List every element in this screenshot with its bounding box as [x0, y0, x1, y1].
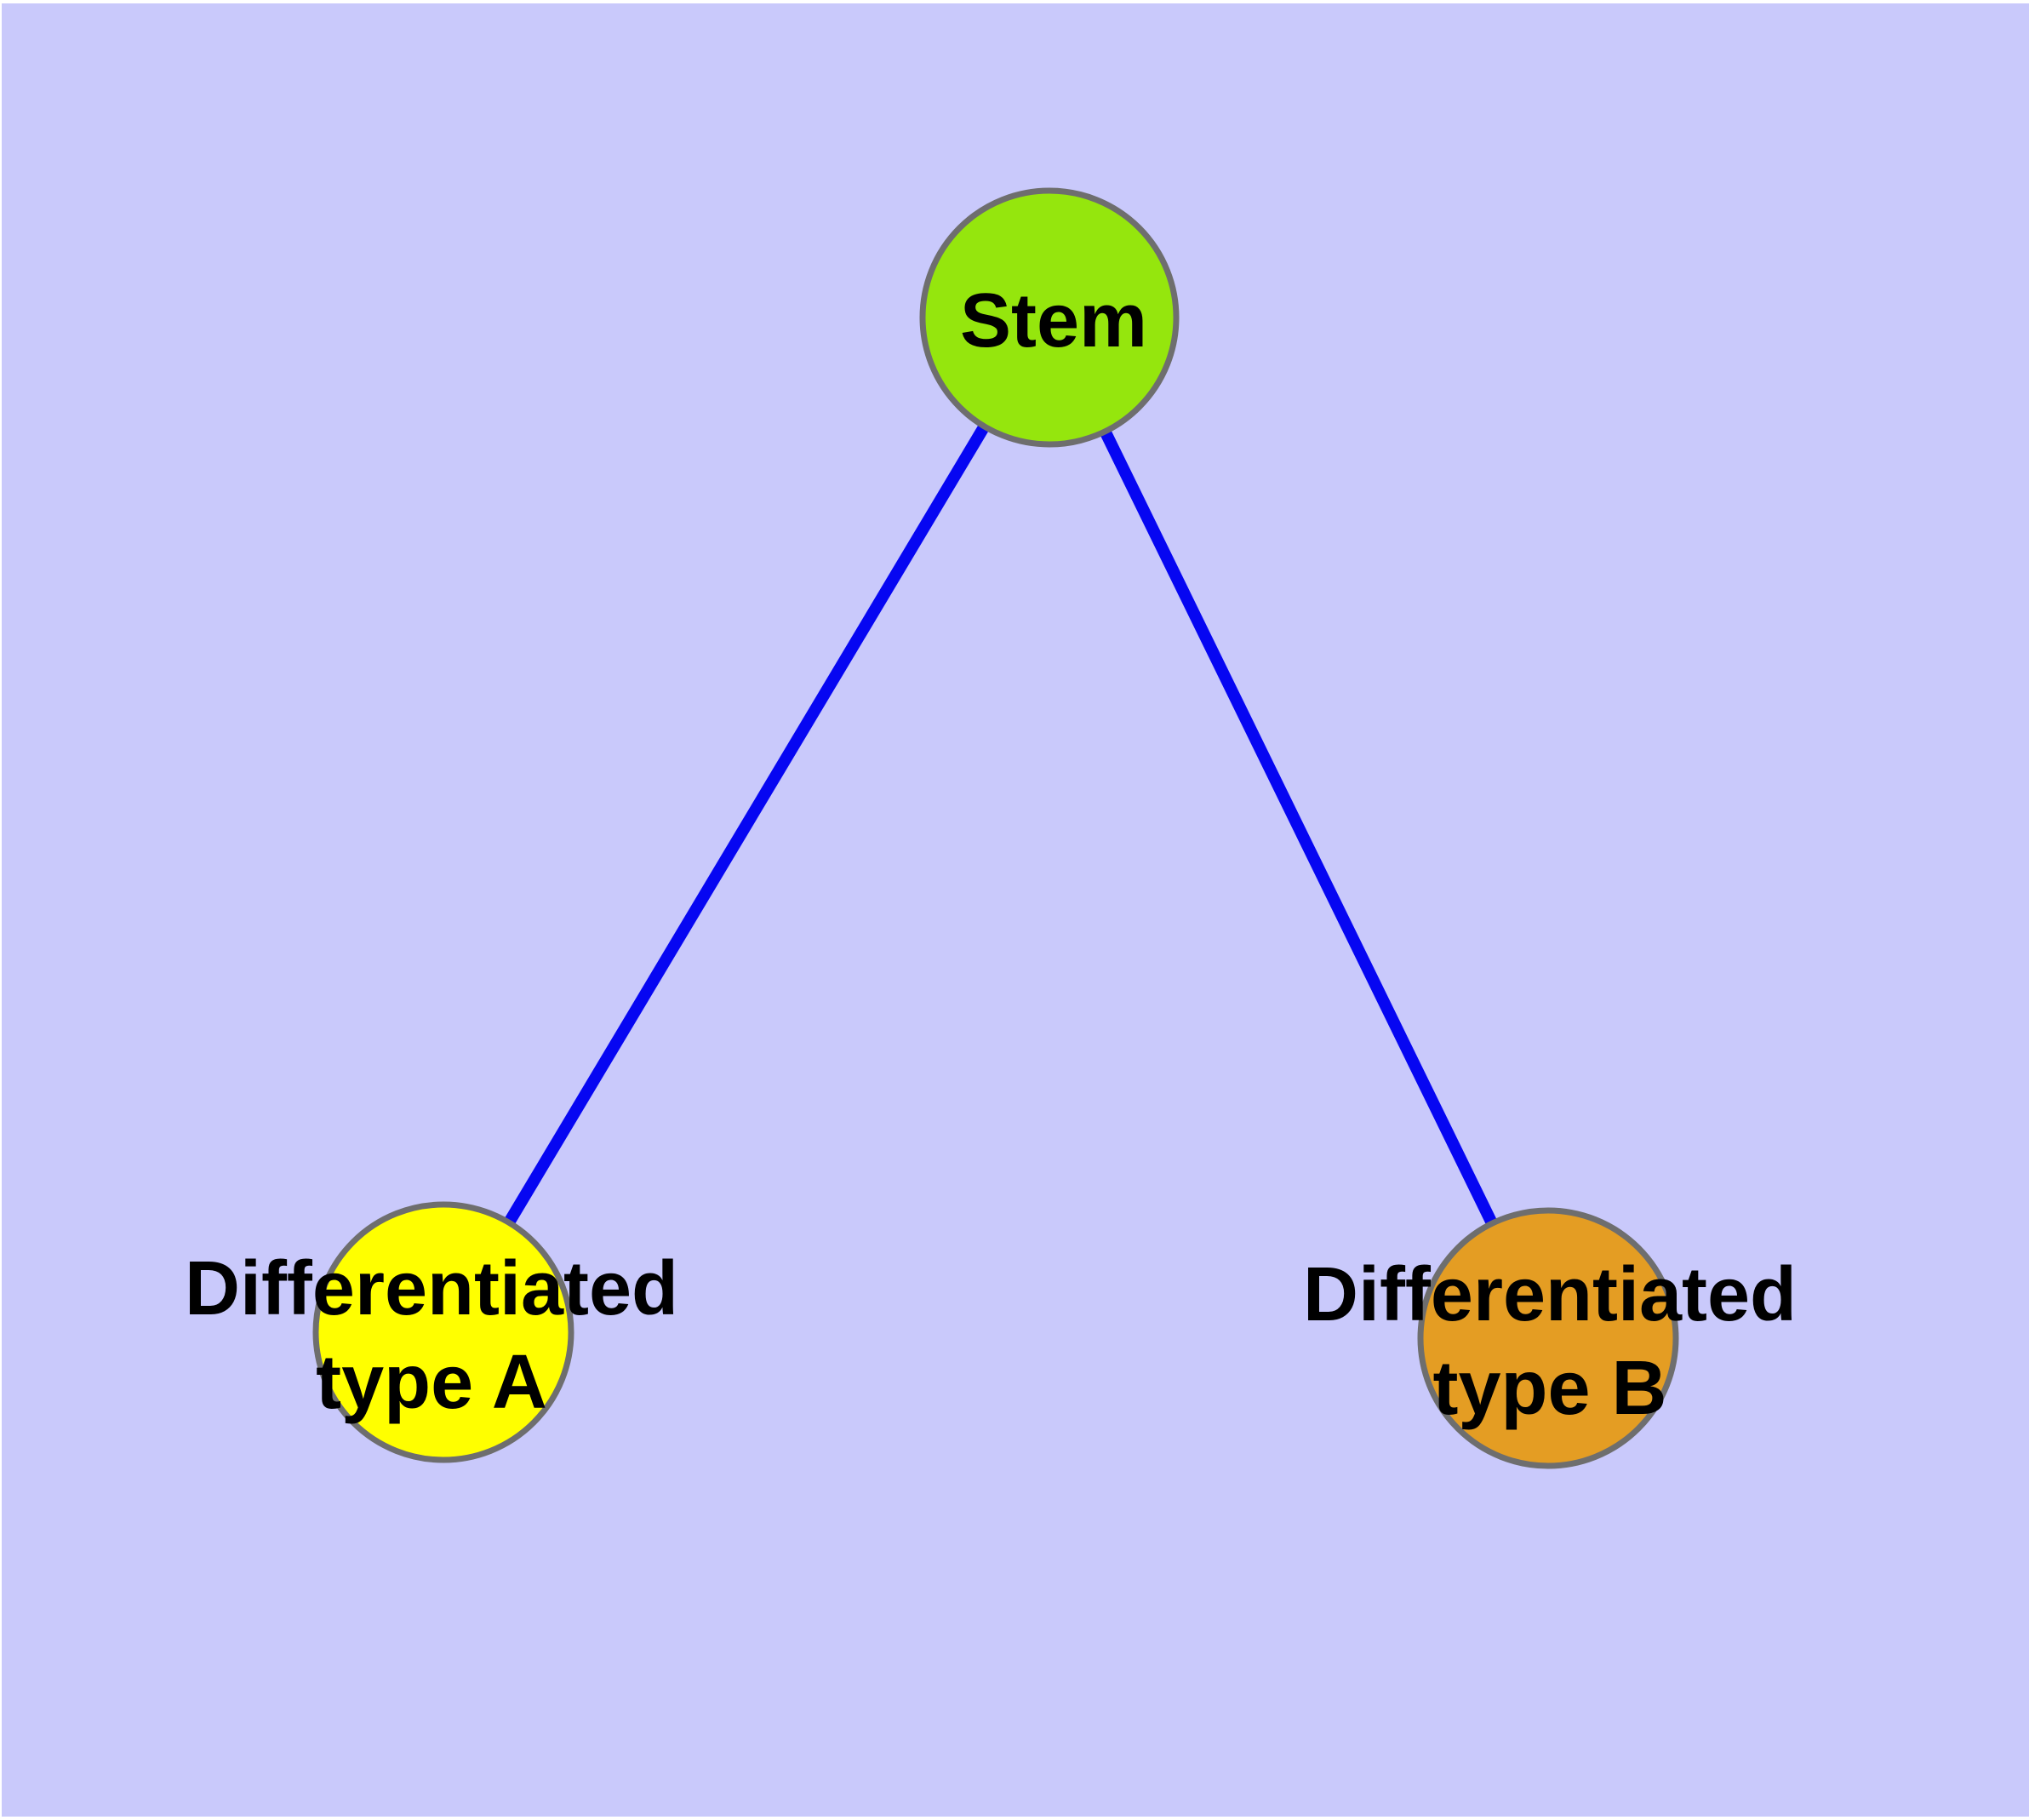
stem-node[interactable]: [919, 187, 1180, 448]
stem-node-label: Stem: [960, 278, 1147, 363]
type-b-label-line1: Differentiated: [1303, 1252, 1797, 1337]
type-a-label-line2: type A: [316, 1340, 547, 1425]
differentiated-type-b-node[interactable]: [1417, 1207, 1679, 1469]
edge-stem-to-type-a[interactable]: [437, 314, 1055, 1336]
type-b-label-line2: type B: [1432, 1346, 1666, 1431]
type-a-label-line1: Differentiated: [185, 1246, 678, 1331]
edge-stem-to-type-b[interactable]: [1043, 314, 1554, 1342]
differentiated-type-a-node[interactable]: [312, 1201, 574, 1463]
